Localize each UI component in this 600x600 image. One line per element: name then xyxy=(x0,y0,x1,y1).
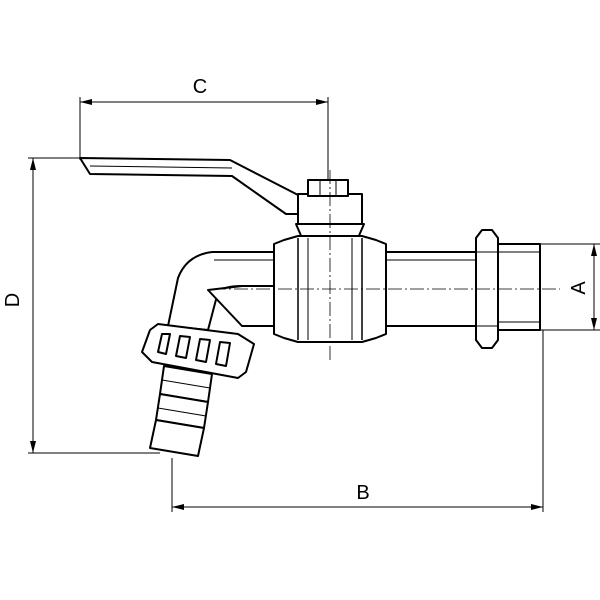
coupling-nut xyxy=(141,323,255,379)
dim-d-arrow-top xyxy=(30,158,36,170)
dim-d-arrow-bottom xyxy=(30,441,36,453)
lever-edge-line xyxy=(89,165,233,169)
stem-nut xyxy=(307,179,349,197)
dim-c-arrow-right xyxy=(316,99,328,105)
hose-barb xyxy=(149,365,213,457)
barb-ring-2 xyxy=(157,407,207,417)
dim-a-arrow-top xyxy=(591,244,597,256)
coupling-rib-4 xyxy=(215,341,231,367)
coupling-rib-3 xyxy=(195,338,211,363)
lever-arm xyxy=(79,157,306,215)
dim-c-label: C xyxy=(193,76,207,98)
barb-ring-1 xyxy=(161,379,211,389)
hose-barb-lower xyxy=(149,419,205,457)
dim-a-arrow-bottom xyxy=(591,318,597,330)
dimension-b: B xyxy=(171,330,544,512)
dim-b-label: B xyxy=(356,482,369,504)
threaded-end xyxy=(497,243,541,331)
dim-c-arrow-left xyxy=(80,99,92,105)
dim-b-arrow-left xyxy=(172,504,184,510)
lever-handle xyxy=(79,157,306,215)
spout-elbow xyxy=(167,251,275,331)
centerlines xyxy=(212,170,560,360)
coupling-rib-2 xyxy=(175,335,191,359)
dimension-a: A xyxy=(540,243,600,331)
coupling-rib-1 xyxy=(157,333,171,355)
dimension-c: C xyxy=(79,76,329,182)
dimension-d: D xyxy=(2,157,160,454)
dim-d-label: D xyxy=(2,293,24,307)
dim-a-label: A xyxy=(568,281,590,295)
dim-b-arrow-right xyxy=(531,504,543,510)
elbow-junction xyxy=(207,285,275,327)
